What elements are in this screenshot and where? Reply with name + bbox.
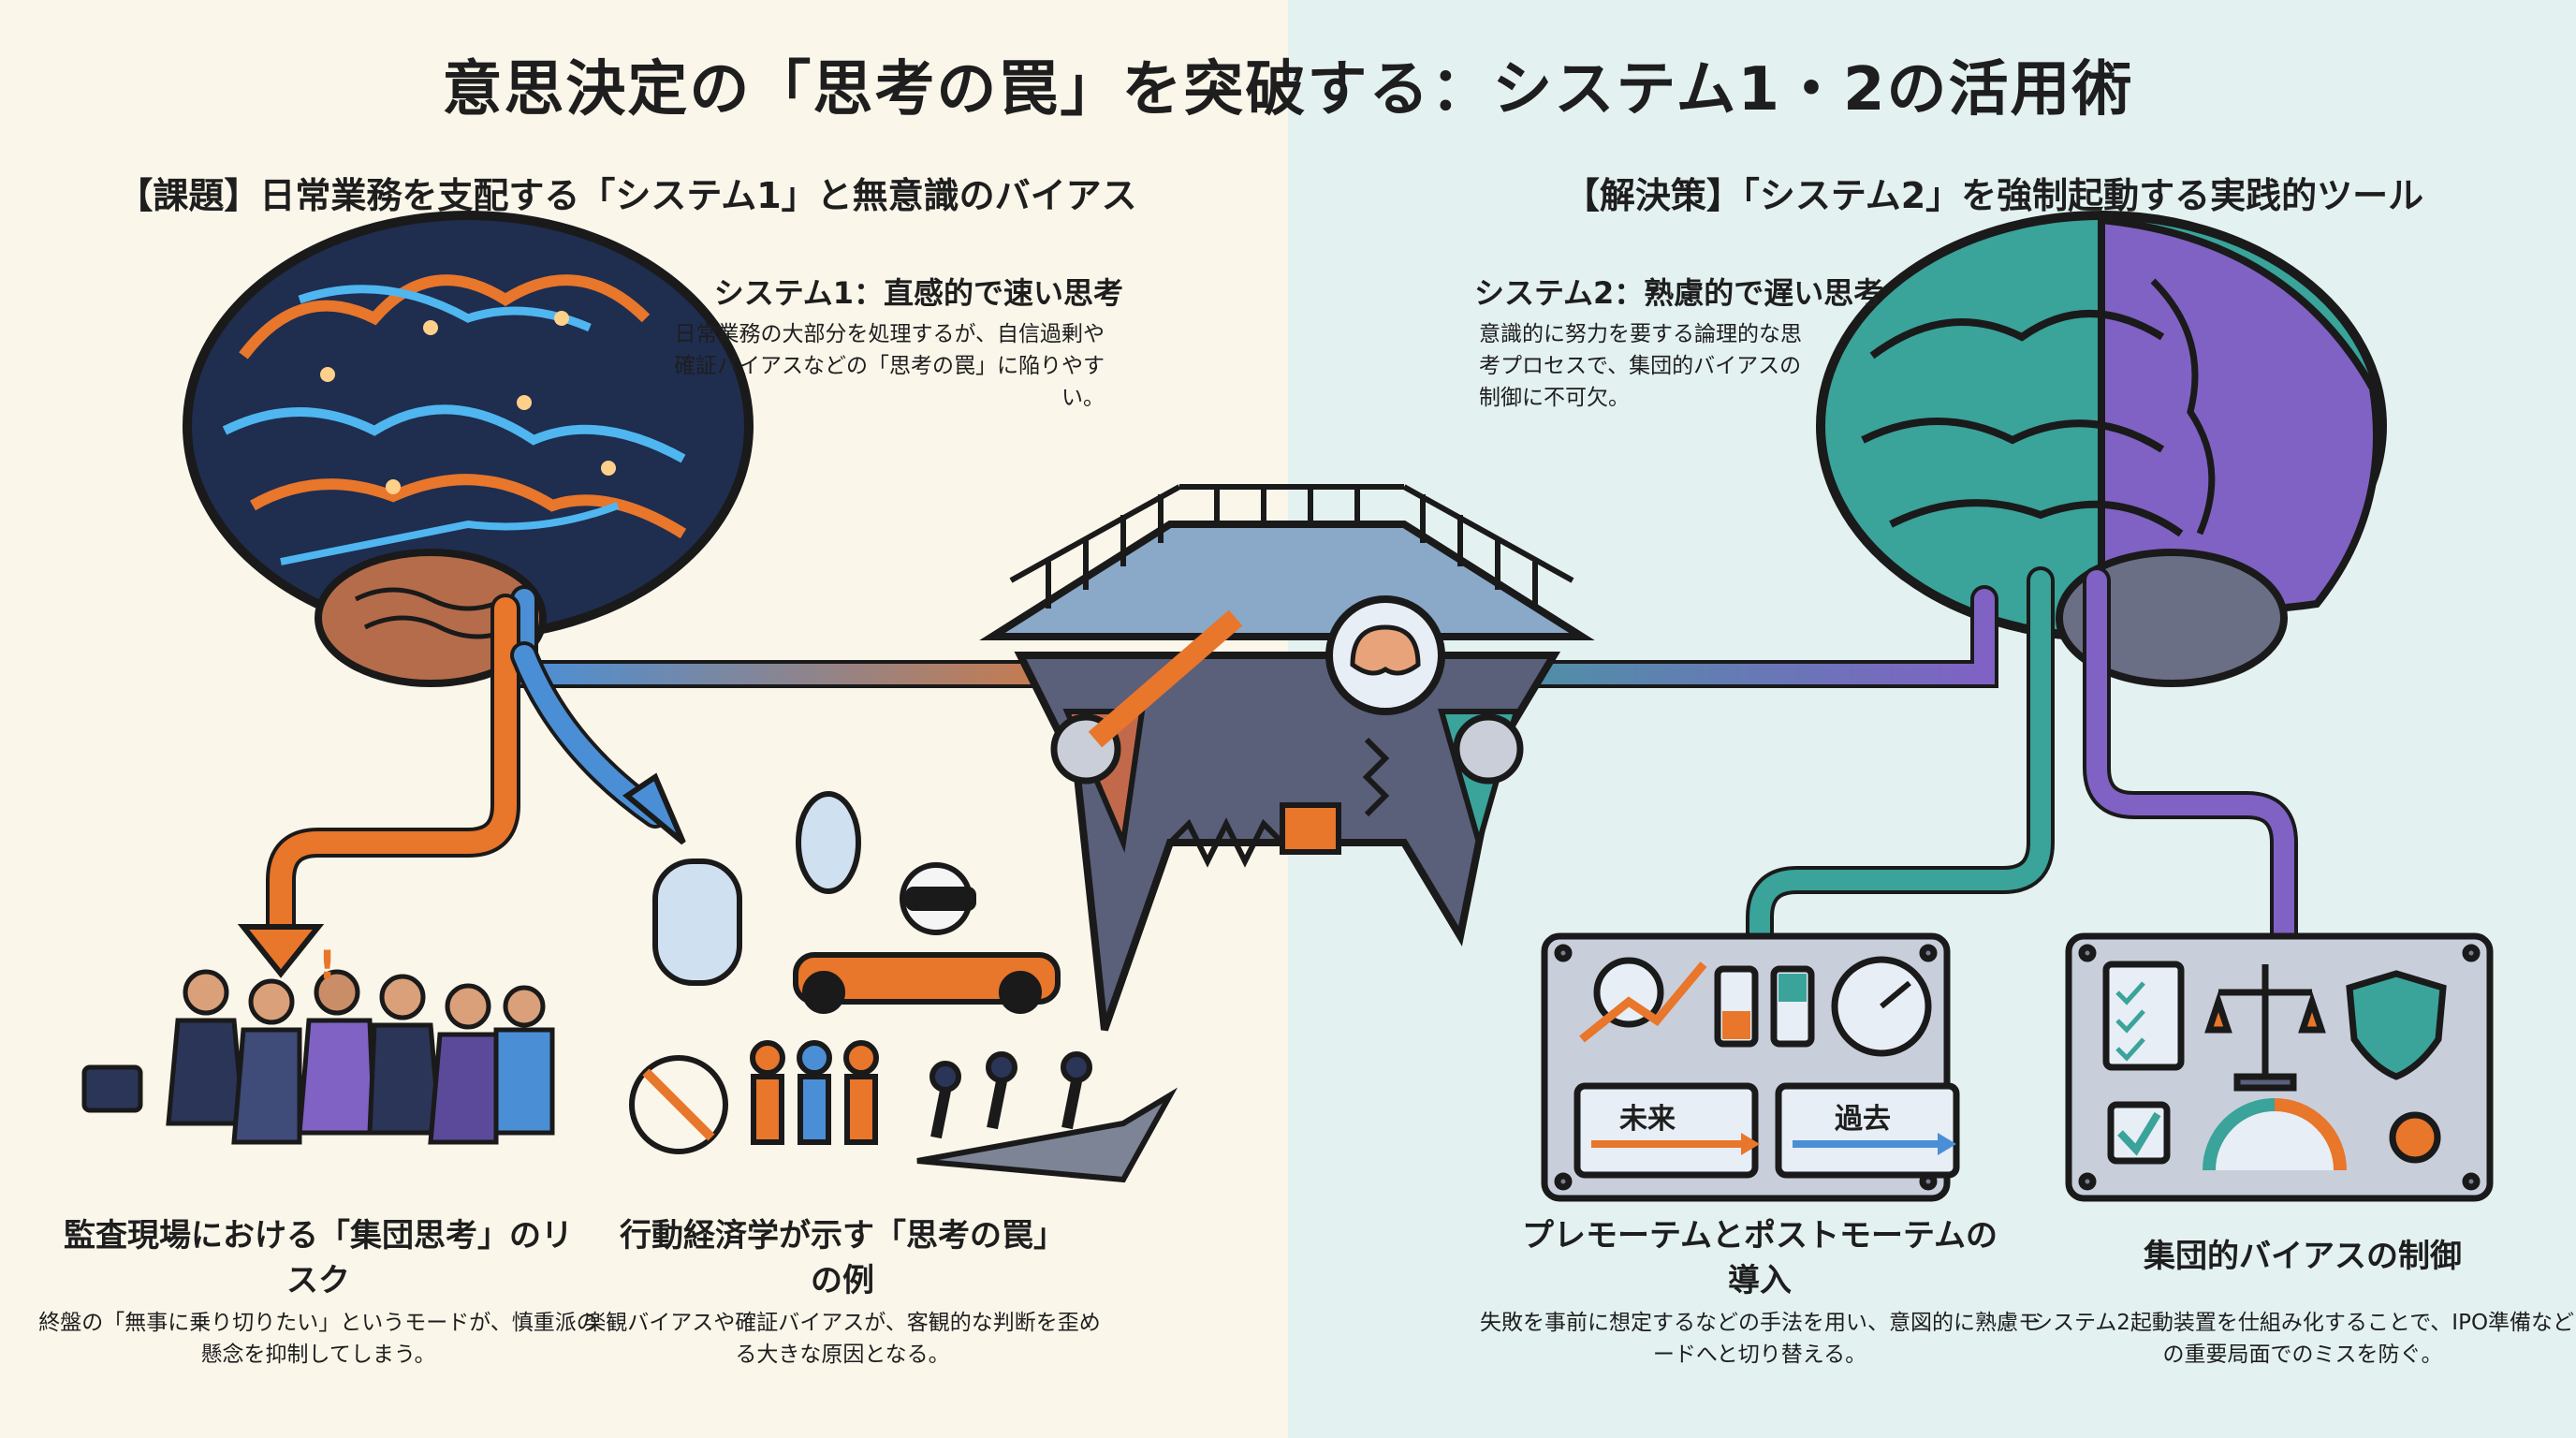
left-section-title: 【課題】日常業務を支配する「システム1」と無意識のバイアス xyxy=(117,175,1137,216)
bias-control-caption-heading: 集団的バイアスの制御 xyxy=(2144,1238,2462,1275)
premortem-caption-body: 失敗を事前に想定するなどの手法を用い、意図的に熟慮モードへと切り替える。 xyxy=(1480,1311,2040,1367)
system2-body: 意識的に努力を要する論理的な思考プロセスで、集団的バイアスの制御に不可欠。 xyxy=(1479,322,1802,410)
system1-body: 日常業務の大部分を処理するが、自信過剰や確証バイアスなどの「思考の罠」に陥りやす… xyxy=(674,322,1105,410)
behavioral-caption-body: 楽観バイアスや確証バイアスが、客観的な判断を歪める大きな原因となる。 xyxy=(584,1311,1101,1367)
groupthink-people-icon: ! xyxy=(81,942,555,1145)
bias-control-panel xyxy=(2065,932,2494,1202)
cognitive-trap-icons xyxy=(629,791,1178,1183)
premortem-caption-heading: プレモーテムとポストモーテムの導入 xyxy=(1522,1217,1998,1299)
brain-system2-icon xyxy=(1816,211,2387,687)
behavioral-caption-heading: 行動経済学が示す「思考の罠」の例 xyxy=(620,1217,1065,1299)
groupthink-caption-body: 終盤の「無事に乗り切りたい」というモードが、慎重派の懸念を抑制してしまう。 xyxy=(38,1311,598,1367)
bridge-mechanism-icon xyxy=(979,484,1595,1032)
future-label: 未来 xyxy=(1619,1103,1676,1136)
system2-heading: システム2：熟慮的で遅い思考 xyxy=(1474,275,1884,311)
svg-text:!: ! xyxy=(318,942,336,988)
system1-heading: システム1：直感的で速い思考 xyxy=(713,275,1123,311)
premortem-panel xyxy=(1541,932,1960,1202)
main-title: 意思決定の「思考の罠」を突破する：システム1・2の活用術 xyxy=(442,55,2134,125)
right-section-title: 【解決策】「システム2」を強制起動する実践的ツール xyxy=(1563,175,2424,216)
groupthink-caption-heading: 監査現場における「集団思考」のリスク xyxy=(64,1217,573,1299)
bias-control-caption-body: システム2起動装置を仕組み化することで、IPO準備などの重要局面でのミスを防ぐ。 xyxy=(2030,1311,2575,1367)
past-label: 過去 xyxy=(1835,1103,1891,1136)
brain-system1-icon xyxy=(183,211,754,687)
